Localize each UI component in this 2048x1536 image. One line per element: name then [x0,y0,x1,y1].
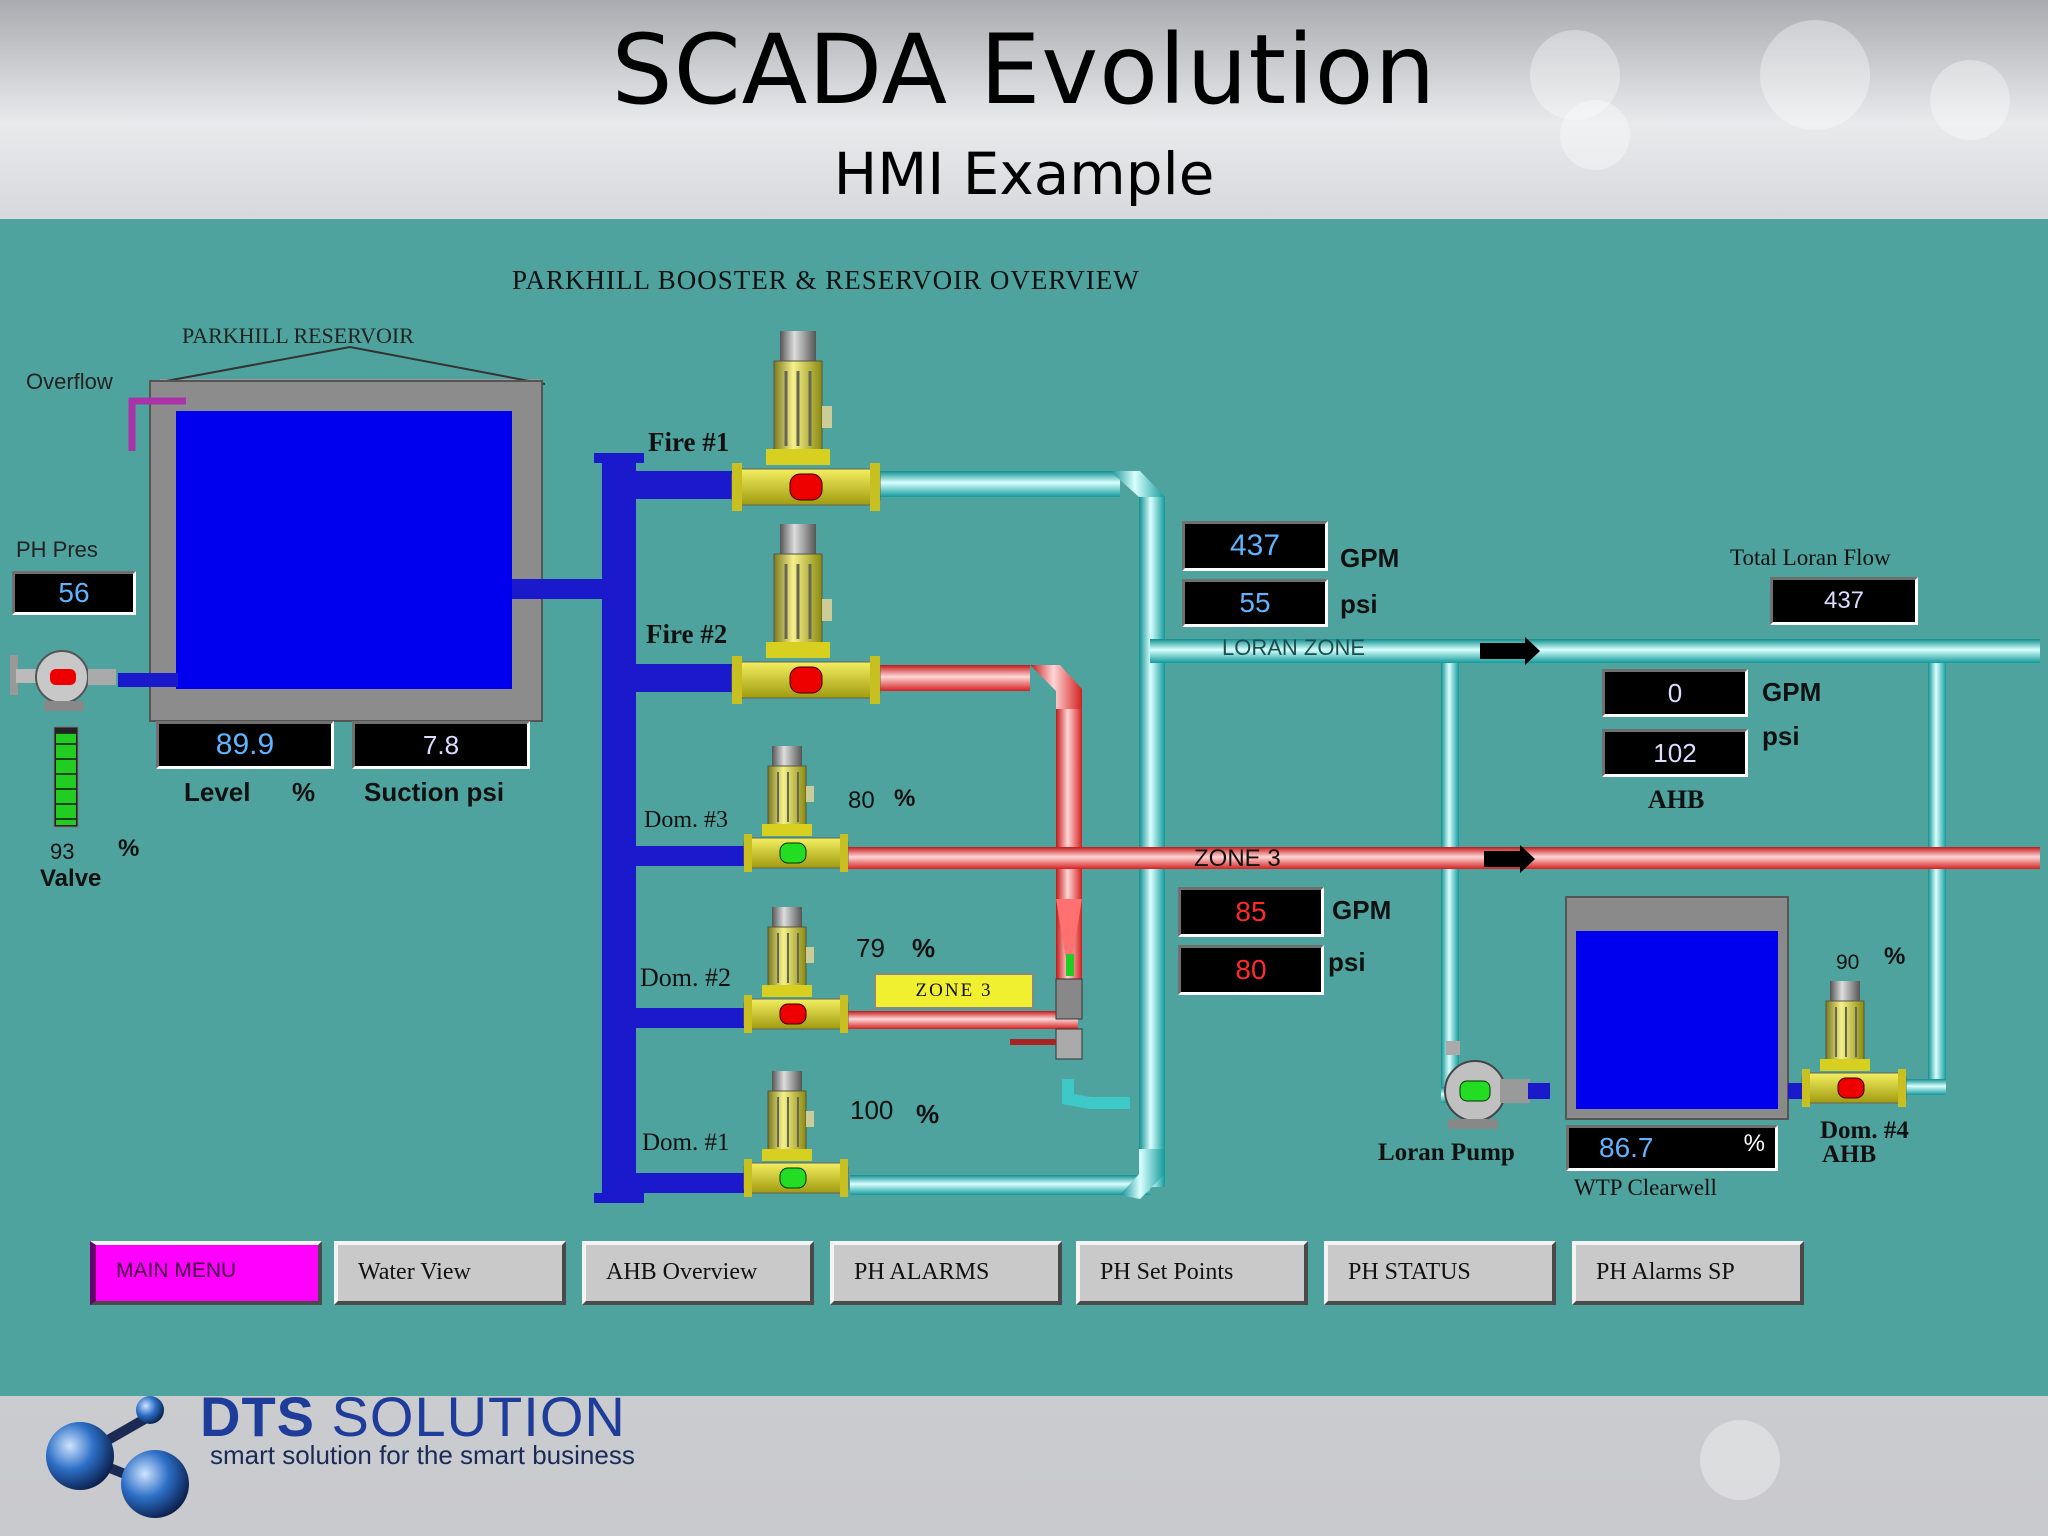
loran-psi-readout: 55 [1182,579,1328,627]
dom3-speed: 80 [848,787,875,814]
zone3-gpm-unit: GPM [1332,895,1392,925]
zone3-tag: ZONE 3 [874,973,1034,1009]
ph-pres-readout: 56 [12,571,136,615]
zone3-gpm-readout: 85 [1178,887,1324,937]
loran-pump [1444,1041,1550,1129]
brand-name-rest: SOLUTION [315,1385,626,1448]
nav-button-ph-alarms[interactable]: PH ALARMS [830,1241,1062,1305]
clearwell-level-value: 86.7 [1599,1132,1654,1163]
nav-button-ph-status[interactable]: PH STATUS [1324,1241,1556,1305]
valve-unit: % [118,835,140,862]
dom4-label: Dom. #4 [1820,1117,1909,1144]
dom1-speed: 100 [850,1095,894,1125]
valve-bar-graph [53,726,79,828]
ahb-psi-readout: 102 [1602,729,1748,777]
decorative-bubble [1700,1420,1780,1500]
total-loran-flow-readout: 437 [1770,577,1918,625]
zone3-control-valve [1010,954,1083,1060]
dom3-pump [743,746,849,872]
nav-button-ph-alarms-sp[interactable]: PH Alarms SP [1572,1241,1804,1305]
ahb-label: AHB [1648,785,1705,814]
brand-name-bold: DTS [200,1385,315,1448]
clearwell-level-readout: 86.7 % [1566,1125,1778,1171]
ahb-psi-unit: psi [1762,721,1800,751]
ahb-gpm-readout: 0 [1602,669,1748,717]
valve-label: Valve [40,865,102,892]
nav-button-water-view[interactable]: Water View [334,1241,566,1305]
suction-psi-readout: 7.8 [352,721,530,769]
decorative-bubble [1530,30,1620,120]
total-loran-flow-label: Total Loran Flow [1730,545,1891,570]
nav-button-ahb-overview[interactable]: AHB Overview [582,1241,814,1305]
slide-title: SCADA Evolution [611,14,1437,126]
overflow-label: Overflow [26,369,113,394]
dom2-label: Dom. #2 [640,963,731,992]
zone3-psi-unit: psi [1328,947,1366,977]
zone3-pipe-label: ZONE 3 [1194,845,1281,872]
dom4-speed: 90 [1836,951,1860,974]
decorative-bubble [1930,60,2010,140]
ph-pres-label: PH Pres [16,537,98,562]
dom1-speed-unit: % [916,1099,940,1129]
dom3-speed-unit: % [894,785,916,812]
decorative-bubble [1760,20,1870,130]
dts-logo-icon [46,1396,189,1518]
dom2-speed: 79 [856,933,885,963]
decorative-bubble [1560,100,1630,170]
nav-button-main-menu[interactable]: MAIN MENU [90,1241,322,1305]
dom4-ahb-pump [1801,981,1907,1107]
slide-subtitle: HMI Example [833,140,1215,208]
reservoir-tank [128,345,546,722]
brand-name: DTS SOLUTION [200,1384,626,1449]
loran-pump-label: Loran Pump [1378,1139,1515,1166]
dom4-sublabel: AHB [1822,1141,1877,1168]
loran-zone-label: LORAN ZONE [1222,635,1366,660]
brand-tagline: smart solution for the smart business [210,1440,635,1470]
level-unit: % [292,777,316,807]
valve-value: 93 [50,839,75,864]
level-label: Level [184,777,251,807]
fire2-label: Fire #2 [646,619,728,649]
reservoir-name: PARKHILL RESERVOIR [182,323,414,348]
clearwell-label: WTP Clearwell [1574,1175,1717,1200]
fire1-label: Fire #1 [648,427,730,457]
reservoir-level-readout: 89.9 [156,721,334,769]
dom2-pump [743,907,849,1033]
ph-pres-pump [10,650,116,711]
loran-gpm-readout: 437 [1182,521,1328,571]
dom1-pump [743,1071,849,1197]
dom1-label: Dom. #1 [642,1129,730,1156]
dom2-speed-unit: % [912,933,936,963]
zone3-psi-readout: 80 [1178,945,1324,995]
fire1-pump [731,331,881,511]
screen-title: PARKHILL BOOSTER & RESERVOIR OVERVIEW [512,265,1140,295]
ahb-gpm-unit: GPM [1762,677,1822,707]
loran-psi-unit: psi [1340,589,1378,619]
dom3-label: Dom. #3 [644,807,728,833]
fire2-pump [731,524,881,704]
suction-label: Suction psi [364,777,505,807]
dom4-speed-unit: % [1884,943,1906,970]
process-graphics [10,331,2040,1203]
wtp-clearwell-tank [1565,896,1802,1120]
loran-gpm-unit: GPM [1340,543,1400,573]
nav-button-ph-set-points[interactable]: PH Set Points [1076,1241,1308,1305]
clearwell-level-unit: % [1743,1130,1765,1157]
hmi-screen: PARKHILL BOOSTER & RESERVOIR OVERVIEW PA… [0,219,2048,1396]
